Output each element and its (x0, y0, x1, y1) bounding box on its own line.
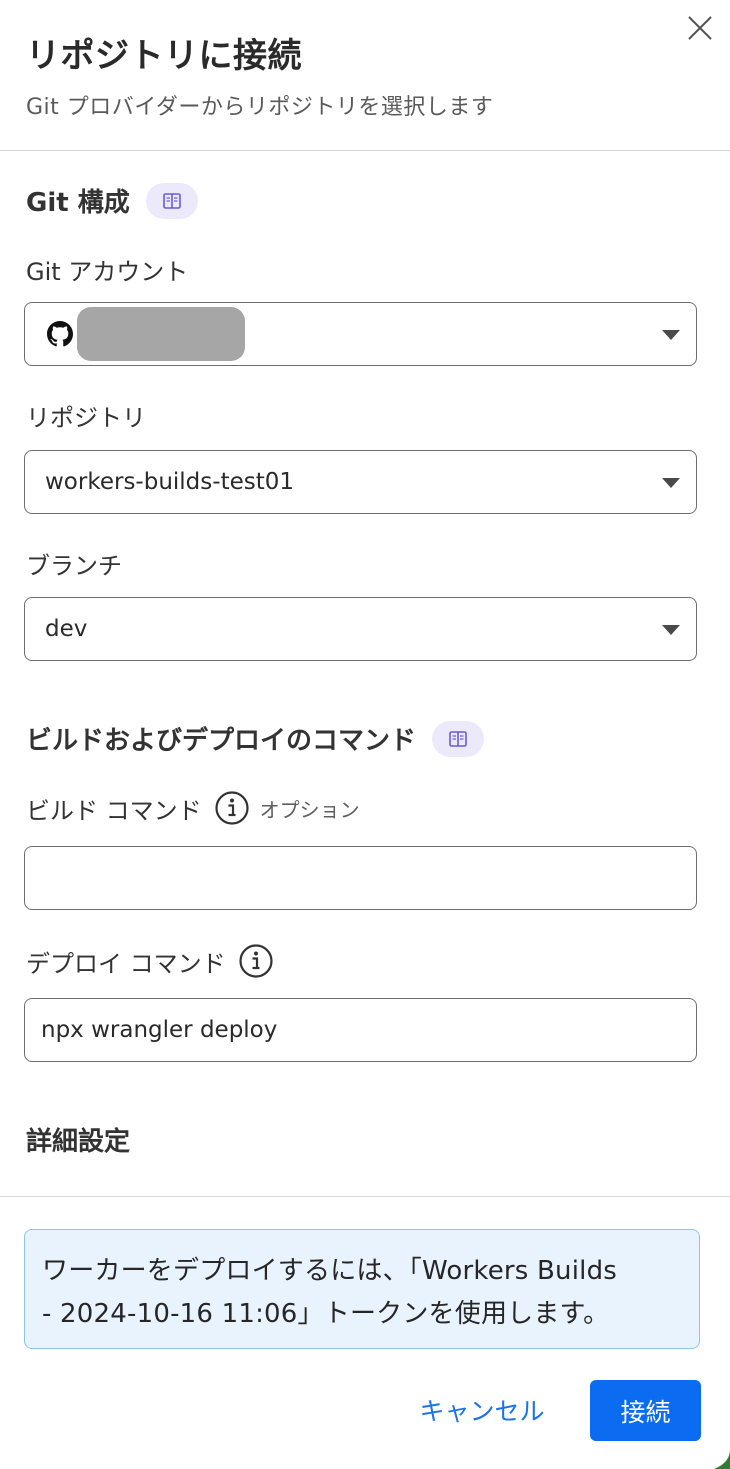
advanced-settings-heading[interactable]: 詳細設定 (26, 1121, 130, 1158)
git-account-label: Git アカウント (26, 252, 188, 287)
build-command-input[interactable] (24, 846, 697, 910)
header-divider (0, 150, 730, 151)
dialog-subtitle: Git プロバイダーからリポジトリを選択します (26, 95, 494, 120)
chevron-down-icon (662, 330, 680, 340)
info-icon[interactable] (214, 790, 250, 826)
git-config-heading-text: Git 構成 (26, 188, 130, 218)
repository-label-text: リポジトリ (26, 404, 146, 432)
cancel-button[interactable]: キャンセル (400, 1380, 564, 1440)
chevron-down-icon (662, 625, 680, 635)
deploy-command-label: デプロイ コマンド (26, 943, 274, 979)
build-command-label-text: ビルド コマンド (26, 796, 202, 825)
optional-tag: オプション (259, 797, 360, 822)
git-account-label-text: Git アカウント (26, 258, 189, 286)
repository-select-value: workers-builds-test01 (45, 469, 295, 495)
book-icon (449, 730, 467, 747)
token-notice-line2: - 2024-10-16 11:06」トークンを使用します。 (42, 1299, 610, 1329)
info-icon[interactable] (238, 943, 274, 979)
connect-button[interactable]: 接続 (590, 1380, 701, 1441)
close-icon (688, 16, 712, 40)
git-account-select[interactable] (24, 302, 697, 366)
deploy-command-input[interactable] (24, 998, 697, 1062)
branch-label: ブランチ (26, 546, 122, 581)
close-button[interactable] (684, 12, 716, 44)
branch-label-text: ブランチ (26, 552, 122, 580)
github-icon (47, 321, 73, 347)
chevron-down-icon (662, 478, 680, 488)
repository-select[interactable]: workers-builds-test01 (24, 450, 697, 514)
redacted-account-name (77, 307, 245, 361)
token-notice: ワーカーをデプロイするには、「Workers Builds - 2024-10-… (24, 1229, 700, 1349)
build-deploy-heading: ビルドおよびデプロイのコマンド (26, 720, 485, 757)
build-deploy-docs-link[interactable] (432, 720, 485, 757)
token-notice-line1: ワーカーをデプロイするには、「Workers Builds (42, 1256, 618, 1286)
dialog-title: リポジトリに接続 (26, 36, 302, 76)
dialog-footer: ワーカーをデプロイするには、「Workers Builds - 2024-10-… (0, 1196, 730, 1469)
git-config-docs-link[interactable] (145, 182, 198, 219)
corner-accent (714, 1429, 730, 1469)
build-command-label: ビルド コマンド オプション (26, 790, 360, 826)
book-icon (162, 192, 181, 209)
build-deploy-heading-text: ビルドおよびデプロイのコマンド (26, 726, 417, 756)
advanced-settings-heading-text: 詳細設定 (26, 1127, 131, 1157)
branch-select-value: dev (45, 616, 88, 642)
repository-label: リポジトリ (26, 398, 146, 433)
branch-select[interactable]: dev (24, 597, 697, 661)
deploy-command-label-text: デプロイ コマンド (26, 949, 226, 978)
git-config-heading: Git 構成 (26, 182, 198, 219)
